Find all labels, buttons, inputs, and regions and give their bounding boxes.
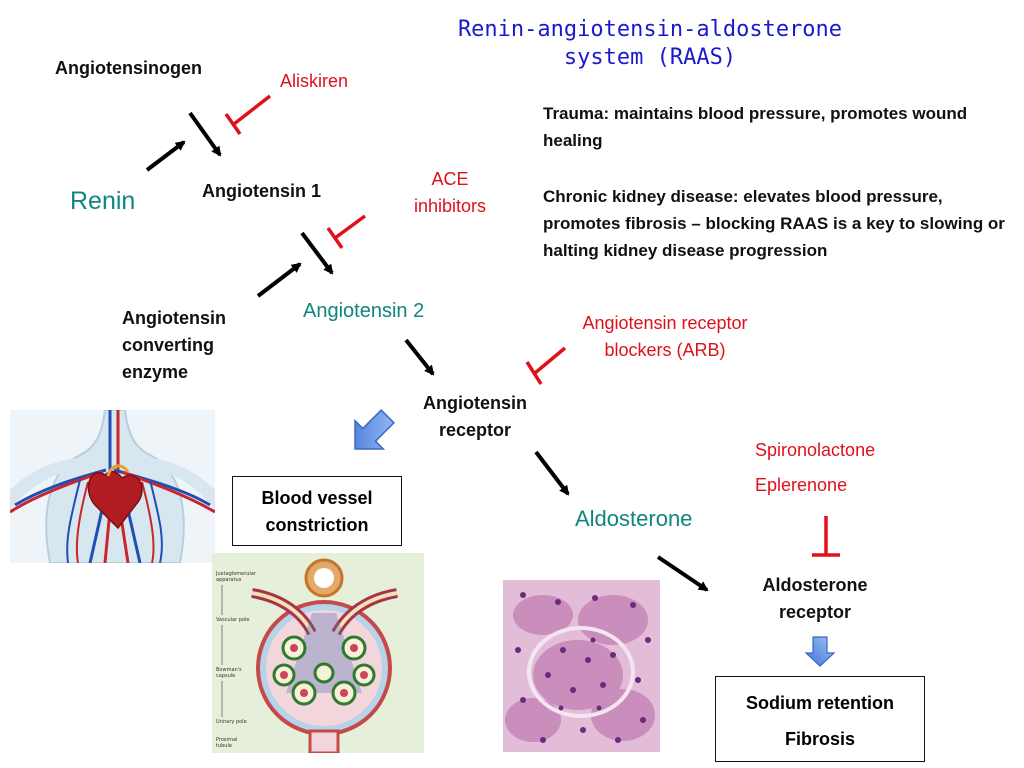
blue-arrow-to-vessel <box>354 409 395 450</box>
page-title: Renin-angiotensin-aldosterone system (RA… <box>420 16 880 72</box>
sodium-fibrosis-box: Sodium retention Fibrosis <box>715 676 925 762</box>
ace-enzyme-label: Angiotensin converting enzyme <box>122 308 226 382</box>
arb-label: Angiotensin receptor blockers (ARB) <box>582 313 748 360</box>
arrow-ace-up <box>256 262 302 298</box>
svg-text:Urinary pole: Urinary pole <box>216 719 247 725</box>
mra-inhibit-bar <box>812 516 840 557</box>
renin-label: Renin <box>70 187 136 215</box>
ace-inhibit-bar <box>326 214 367 250</box>
trauma-note: Trauma: maintains blood pressure, promot… <box>543 104 968 150</box>
arb-inhibit-bar <box>525 346 567 385</box>
svg-text:apparatus: apparatus <box>216 577 242 583</box>
aldosterone-receptor-label: Aldosterone receptor <box>762 575 868 622</box>
angiotensin-receptor-label: Angiotensin receptor <box>423 393 527 440</box>
arrow-to-aldo-receptor <box>656 555 709 592</box>
svg-text:Bowman's: Bowman's <box>216 667 242 673</box>
svg-text:capsule: capsule <box>216 673 235 679</box>
kidney-histology-micrograph <box>503 580 660 752</box>
svg-text:tubule: tubule <box>216 743 232 749</box>
title-line-1: Renin-angiotensin-aldosterone <box>457 17 843 42</box>
arrow-to-receptor <box>404 338 435 376</box>
eplerenone-label: Eplerenone <box>755 475 848 495</box>
angiotensinogen-label: Angiotensinogen <box>55 58 202 78</box>
title-line-2: system (RAAS) <box>563 45 737 70</box>
aliskiren-label: Aliskiren <box>280 71 349 91</box>
arrow-to-aldosterone <box>534 450 570 496</box>
arrow-to-angiotensin2 <box>300 231 334 275</box>
svg-text:Juxtaglomerular: Juxtaglomerular <box>215 571 257 577</box>
blue-arrow-to-sodium <box>804 636 836 667</box>
svg-text:Vascular pole: Vascular pole <box>216 617 249 623</box>
ckd-note: Chronic kidney disease: elevates blood p… <box>543 187 1005 260</box>
svg-text:Proximal: Proximal <box>216 737 237 743</box>
arrow-to-angiotensin1 <box>188 111 222 157</box>
circulatory-system-illustration <box>10 410 215 563</box>
arrow-renin-up <box>145 140 186 172</box>
aldosterone-label: Aldosterone <box>575 506 693 531</box>
angiotensin1-label: Angiotensin 1 <box>202 181 322 201</box>
angiotensin2-label: Angiotensin 2 <box>303 300 425 322</box>
blood-vessel-constriction-box: Blood vessel constriction <box>232 476 402 546</box>
ace-inhibitors-label: ACE inhibitors <box>413 169 487 216</box>
spironolactone-label: Spironolactone <box>755 440 876 460</box>
aliskiren-inhibit-bar <box>224 94 272 136</box>
